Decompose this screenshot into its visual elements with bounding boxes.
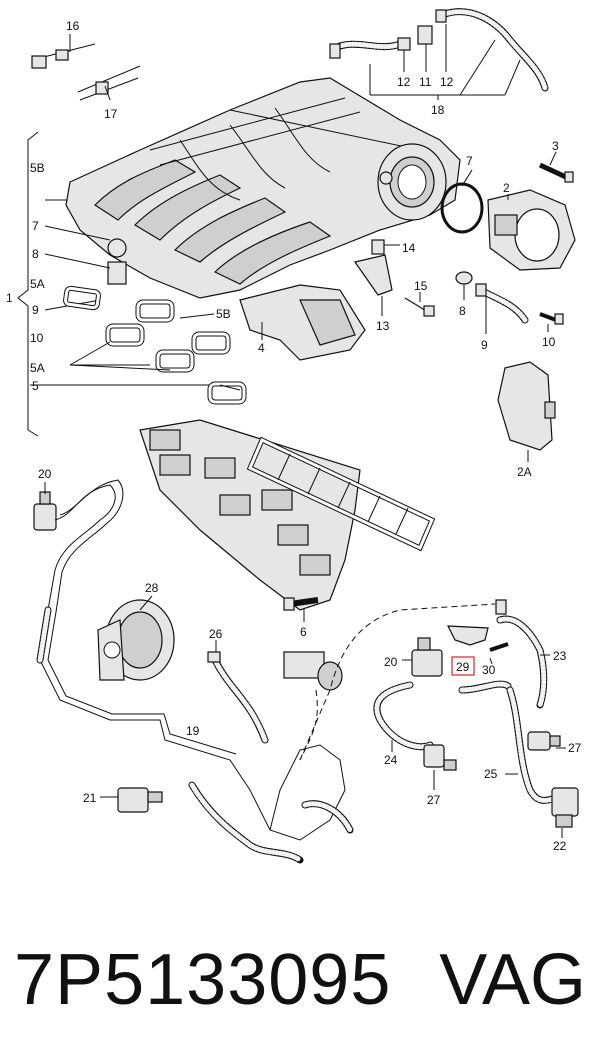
bolt-30: [489, 642, 509, 652]
throttle-body-2: [487, 189, 576, 271]
callout-5Aa: 5A: [30, 277, 45, 291]
hose-25: [506, 686, 560, 804]
clip-8: [455, 271, 473, 285]
hose-9: [475, 283, 529, 324]
brand-label: VAG: [439, 940, 586, 1020]
part-number: 7P5133095: [14, 940, 392, 1020]
bracket-13: [354, 239, 393, 296]
callout-19: 19: [186, 724, 200, 738]
gasket-5A-small: [63, 285, 101, 311]
callout-27a: 27: [427, 793, 441, 807]
callout-15: 15: [414, 279, 428, 293]
bolt-3: [538, 162, 574, 183]
valve-21: [117, 787, 163, 813]
vacuum-line-18: [329, 8, 549, 92]
bolt-6: [283, 597, 319, 611]
callout-12a: 12: [397, 75, 411, 89]
callout-5Ab: 5A: [30, 361, 45, 375]
valve-27-lower: [423, 744, 457, 771]
callout-22: 22: [553, 839, 567, 853]
callout-7a: 7: [466, 154, 473, 168]
sensor-at-manifold: [107, 238, 127, 285]
callout-14: 14: [402, 241, 416, 255]
callout-10b: 10: [542, 335, 556, 349]
callout-26: 26: [209, 627, 223, 641]
cover-2A: [497, 361, 556, 451]
callout-8b: 8: [459, 304, 466, 318]
callout-29: 29: [456, 660, 470, 674]
callout-5B: 5B: [30, 161, 45, 175]
heat-shield-4: [239, 284, 366, 361]
bolt-10: [539, 312, 564, 325]
callout-30: 30: [482, 663, 496, 677]
callout-20b: 20: [384, 655, 398, 669]
hose-26: [207, 651, 269, 744]
lower-intake-manifold: [139, 419, 361, 611]
callout-2: 2: [503, 181, 510, 195]
valve-22: [551, 787, 579, 828]
callout-16: 16: [66, 19, 80, 33]
water-pump-28: [97, 599, 175, 681]
callout-21: 21: [83, 791, 97, 805]
valve-27-right: [527, 731, 561, 751]
o-ring-7: [440, 182, 484, 234]
bolt-15: [404, 297, 435, 317]
callout-18: 18: [431, 103, 445, 117]
callout-7b: 7: [32, 219, 39, 233]
callout-12b: 12: [440, 75, 454, 89]
upper-intake-manifold: [65, 77, 461, 299]
bracket-29: [447, 625, 489, 646]
callout-13: 13: [376, 319, 390, 333]
gasket-set-left: [105, 299, 247, 405]
callout-2A: 2A: [517, 465, 532, 479]
vacuum-line-19: [36, 479, 346, 841]
callout-5Bb: 5B: [216, 307, 231, 321]
callout-20a: 20: [38, 467, 52, 481]
footer: 7P5133095 VAG: [0, 930, 600, 1040]
callout-3: 3: [552, 139, 559, 153]
callout-9b: 9: [481, 338, 488, 352]
cable-tie-17: [77, 65, 141, 101]
highlight-box-29: [451, 656, 475, 676]
callout-25: 25: [484, 767, 498, 781]
hose-23: [495, 599, 548, 709]
gasket-5: [246, 436, 436, 552]
callout-24: 24: [384, 753, 398, 767]
callout-4: 4: [258, 341, 265, 355]
callout-1: 1: [6, 291, 13, 305]
actuator-center: [283, 651, 343, 691]
hose-24: [373, 680, 512, 751]
exploded-parts-diagram: 16 17 12 11 12 18 3 7 2 5B 7 8 5A 9 10 1…: [6, 8, 582, 864]
callout-11: 11: [419, 75, 432, 89]
valve-20-right: [411, 637, 443, 677]
callout-27b: 27: [568, 741, 582, 755]
callout-5: 5: [32, 379, 39, 393]
cable-tie-16: [31, 43, 96, 69]
callout-23: 23: [553, 649, 567, 663]
callout-6: 6: [300, 625, 307, 639]
callout-17: 17: [104, 107, 118, 121]
callout-10a: 10: [30, 331, 44, 345]
callout-9a: 9: [32, 303, 39, 317]
valve-20-left: [33, 491, 57, 531]
callout-8a: 8: [32, 247, 39, 261]
callout-28: 28: [145, 581, 159, 595]
